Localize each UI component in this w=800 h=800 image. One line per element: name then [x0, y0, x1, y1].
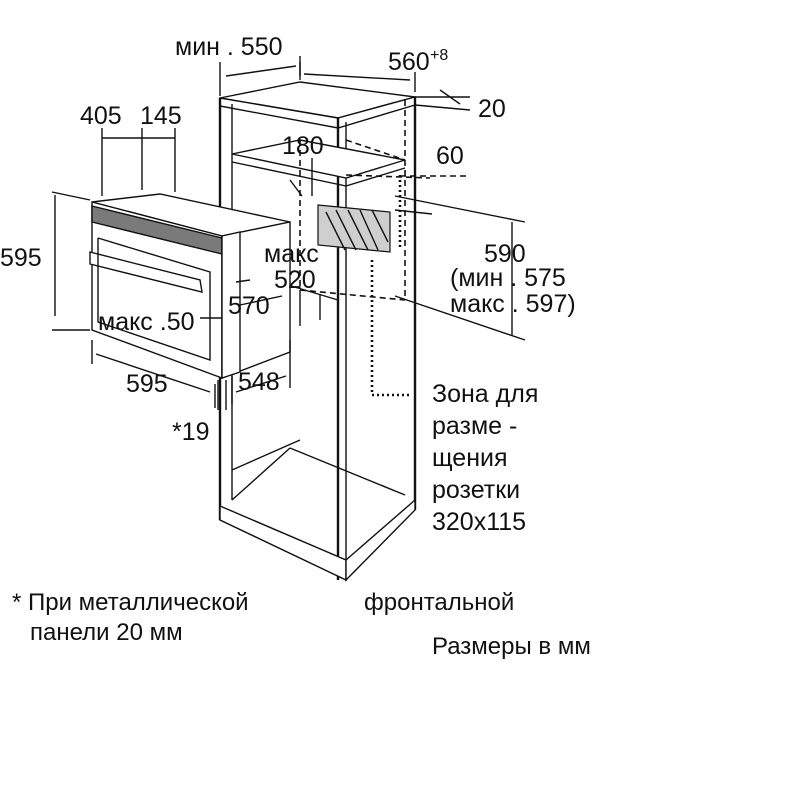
dim-cabinet-depth-tolerance: +8 — [430, 47, 448, 64]
outlet-zone-line: разме - — [432, 412, 517, 440]
outlet-zone-line: щения — [432, 444, 508, 472]
dim-back-gap: 20 — [478, 95, 506, 123]
footnote-part1: * При металлической — [12, 589, 249, 616]
dim-niche-height: 590 — [484, 240, 526, 268]
dim-max-50: макс .50 — [98, 308, 195, 336]
dim-oven-width: 595 — [126, 370, 168, 398]
dim-cabinet-width: мин . 550 — [175, 33, 283, 61]
dim-back-offset: 60 — [436, 142, 464, 170]
dim-cabinet-depth: 560 — [388, 48, 430, 76]
dim-shelf-gap: 180 — [282, 132, 324, 160]
dimension-lines — [51, 56, 526, 410]
dim-niche-height-max: макс . 597) — [450, 290, 576, 318]
units-note: Размеры в мм — [432, 633, 591, 660]
footnote: * При металлической фронтальной панели 2… — [12, 589, 514, 646]
dim-max-depth: 520 — [274, 266, 316, 294]
outlet-zone-caption: Зона для разме - щения розетки 320x115 — [432, 380, 538, 536]
outlet-zone-hatch — [317, 175, 412, 397]
outlet-zone-line: розетки — [432, 476, 520, 504]
cabinet — [218, 81, 431, 582]
outlet-zone-line: 320x115 — [432, 508, 526, 536]
dim-front-panel: *19 — [172, 418, 210, 446]
dim-niche-height-min: (мин . 575 — [450, 264, 566, 292]
dim-control-405: 405 — [80, 102, 122, 130]
dim-body-width: 548 — [238, 368, 280, 396]
dim-control-145: 145 — [140, 102, 182, 130]
outlet-zone-line: Зона для — [432, 380, 538, 408]
footnote-part2: фронтальной — [364, 589, 514, 616]
footnote-line2: панели 20 мм — [30, 619, 183, 646]
dim-body-depth: 570 — [228, 292, 270, 320]
dim-oven-height: 595 — [0, 244, 42, 272]
oven — [89, 193, 291, 380]
dim-max-label: макс — [264, 240, 319, 268]
